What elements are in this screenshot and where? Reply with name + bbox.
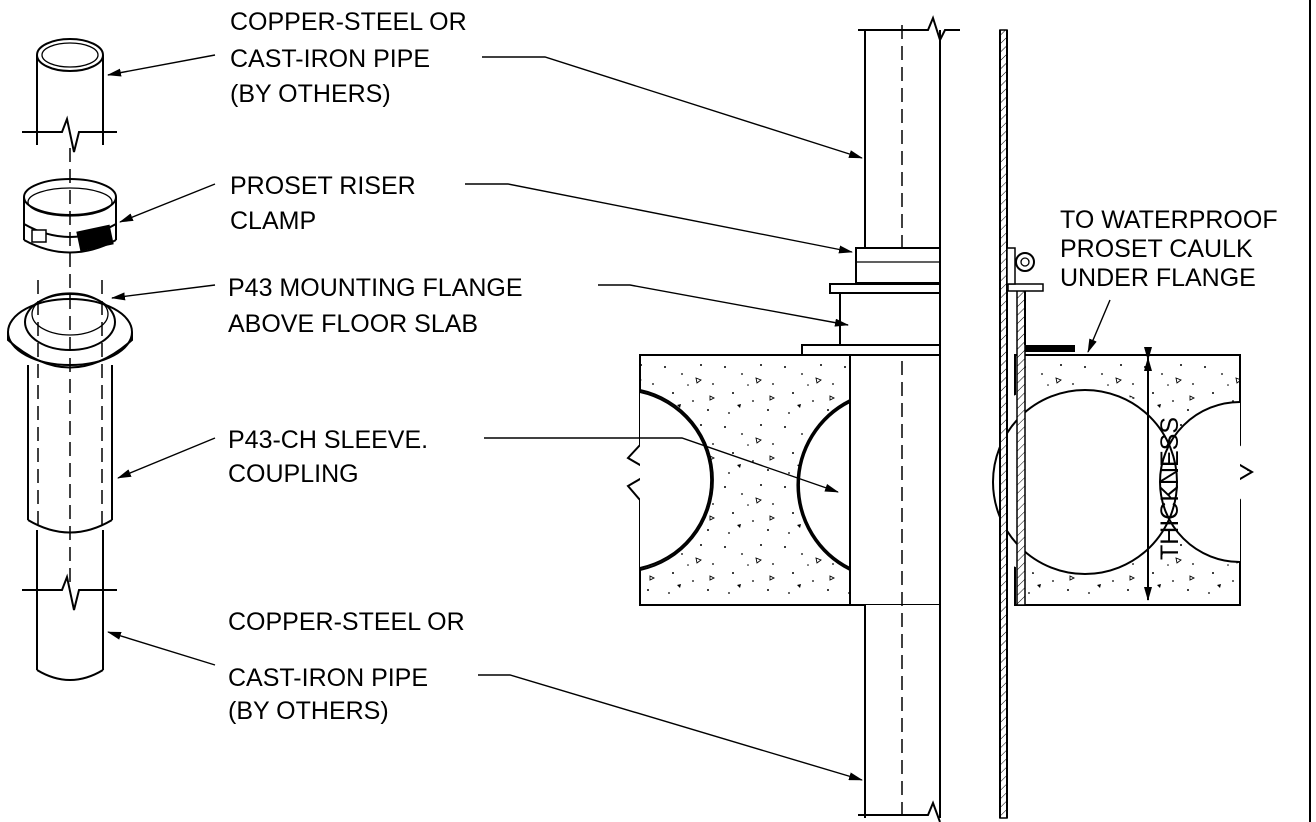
top-pipe-label-line1: COPPER-STEEL OR bbox=[230, 8, 467, 36]
sleeve-label-line1: P43-CH SLEEVE. bbox=[228, 426, 428, 454]
mounting-flange-exploded bbox=[7, 292, 133, 369]
top-pipe-label-line3: (BY OTHERS) bbox=[230, 80, 391, 108]
callout-riser-clamp: PROSET RISER CLAMP bbox=[230, 172, 416, 235]
floor-slab-left bbox=[626, 354, 851, 606]
thickness-label: THICKNESS bbox=[1156, 417, 1184, 560]
bottom-pipe-label-line3: (BY OTHERS) bbox=[228, 697, 389, 725]
bottom-pipe-exploded bbox=[22, 530, 117, 681]
wall-section bbox=[999, 29, 1008, 819]
clamp-label-line1: PROSET RISER bbox=[230, 172, 416, 200]
leader-lines bbox=[107, 54, 1111, 781]
callout-sleeve-coupling: P43-CH SLEEVE. COUPLING bbox=[228, 426, 428, 488]
caulk-flange-detail bbox=[1006, 247, 1075, 606]
riser-clamp-section bbox=[855, 247, 941, 284]
mounting-flange-section bbox=[801, 283, 941, 356]
thickness-dimension: THICKNESS bbox=[1144, 347, 1184, 601]
exploded-assembly bbox=[7, 38, 133, 681]
callout-waterproof: TO WATERPROOF PROSET CAULK UNDER FLANGE bbox=[1060, 206, 1278, 292]
clamp-label-line2: CLAMP bbox=[230, 207, 316, 235]
waterproof-label-line3: UNDER FLANGE bbox=[1060, 264, 1256, 292]
sleeve-in-slab bbox=[849, 354, 941, 606]
bottom-pipe-label-line1: COPPER-STEEL OR bbox=[228, 608, 465, 636]
bottom-pipe-label-line2: CAST-IRON PIPE bbox=[228, 664, 428, 692]
waterproof-label-line1: TO WATERPROOF bbox=[1060, 206, 1278, 234]
sleeve-label-line2: COUPLING bbox=[228, 460, 359, 488]
callout-top-pipe: COPPER-STEEL OR CAST-IRON PIPE (BY OTHER… bbox=[230, 8, 467, 108]
top-pipe-label-line2: CAST-IRON PIPE bbox=[230, 45, 430, 73]
flange-label-line1: P43 MOUNTING FLANGE bbox=[228, 274, 523, 302]
waterproof-label-line2: PROSET CAULK bbox=[1060, 235, 1253, 263]
callout-mounting-flange: P43 MOUNTING FLANGE ABOVE FLOOR SLAB bbox=[228, 274, 523, 338]
riser-clamp-exploded bbox=[23, 178, 117, 254]
flange-label-line2: ABOVE FLOOR SLAB bbox=[228, 310, 478, 338]
sleeve-coupling-exploded bbox=[27, 280, 113, 534]
callout-bottom-pipe: COPPER-STEEL OR CAST-IRON PIPE (BY OTHER… bbox=[228, 608, 465, 725]
floor-slab-right bbox=[957, 354, 1254, 606]
top-pipe-exploded bbox=[22, 38, 117, 153]
